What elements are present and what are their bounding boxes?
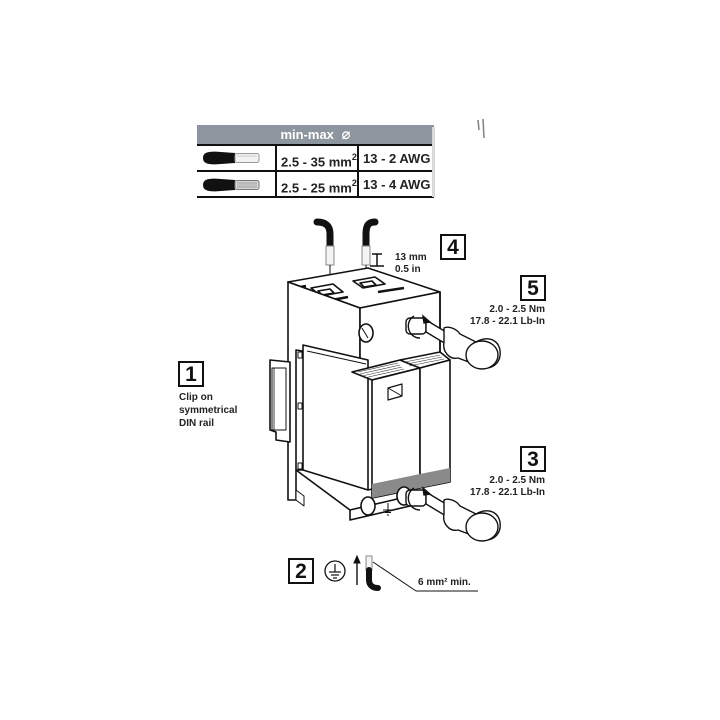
step-3-badge: 3 (520, 446, 546, 472)
screwdriver-bottom (405, 486, 501, 542)
diameter-icon: ⌀ (341, 126, 351, 143)
step-1-badge: 1 (178, 361, 204, 387)
section-range: 2.5 - 25 mm2 (275, 172, 357, 196)
step-2-badge: 2 (288, 558, 314, 584)
surge-protector-device (269, 267, 451, 521)
awg-range: 13 - 4 AWG (357, 172, 434, 196)
torque-nm-bottom: 2.0 - 2.5 Nm (489, 475, 545, 486)
artifact-mark (477, 118, 485, 139)
torque-lbin-top: 17.8 - 22.1 Lb-In (469, 316, 545, 327)
table-shadow (432, 127, 435, 197)
strip-length-mm: 13 mm (395, 252, 427, 263)
step-4-badge: 4 (440, 234, 466, 260)
section-range: 2.5 - 35 mm2 (275, 146, 357, 170)
awg-range: 13 - 2 AWG (357, 146, 434, 170)
ground-symbol-icon (324, 560, 346, 582)
solid-wire-icon (197, 146, 275, 170)
step-5-badge: 5 (520, 275, 546, 301)
stranded-wire-icon (197, 172, 275, 196)
table-header: min-max ⌀ (197, 125, 434, 146)
ground-wire-min-note: 6 mm² min. (418, 577, 471, 588)
torque-nm-top: 2.0 - 2.5 Nm (489, 304, 545, 315)
table-row: 2.5 - 35 mm2 13 - 2 AWG (197, 146, 434, 172)
strip-length-in: 0.5 in (395, 264, 421, 275)
header-label: min-max (280, 127, 334, 142)
torque-lbin-bottom: 17.8 - 22.1 Lb-In (469, 487, 545, 498)
strip-length-dimension (370, 253, 384, 267)
table-row: 2.5 - 25 mm2 13 - 4 AWG (197, 172, 434, 198)
ground-wire-graphic (324, 554, 478, 592)
din-rail-note: Clip on symmetrical DIN rail (179, 392, 238, 429)
screwdriver-top (405, 314, 501, 370)
